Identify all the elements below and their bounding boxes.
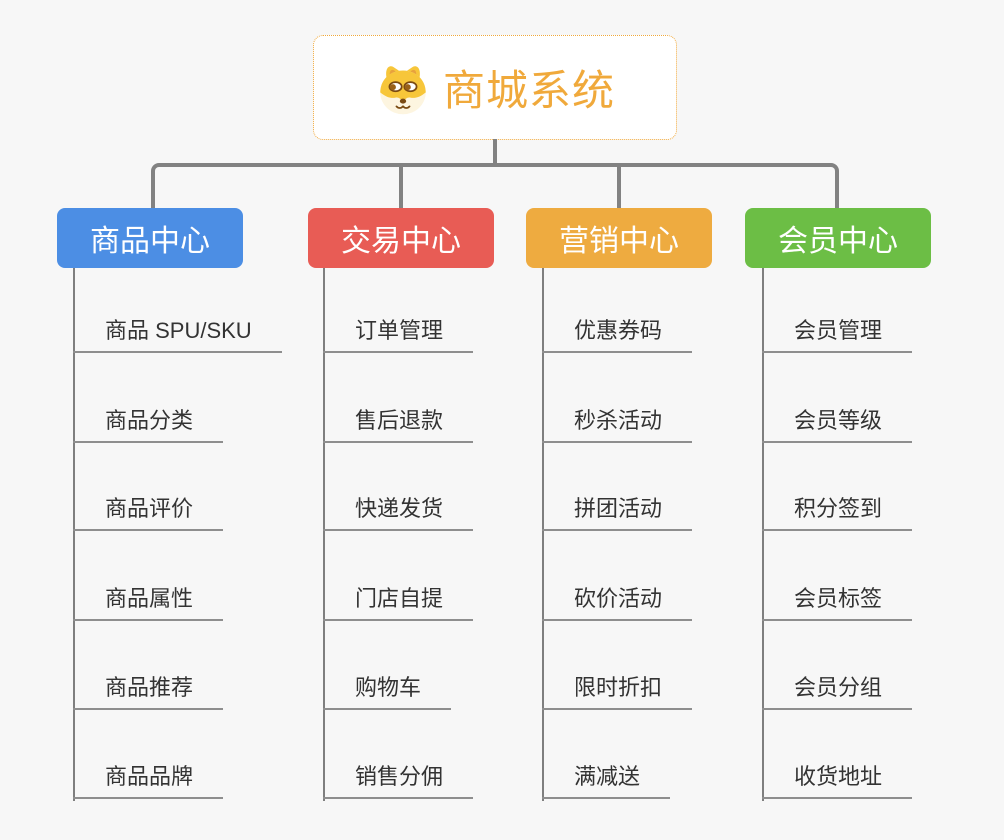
leaf-node[interactable]: 积分签到 <box>762 496 913 531</box>
leaf-node[interactable]: 商品属性 <box>73 586 224 621</box>
leaf-node[interactable]: 快递发货 <box>323 496 474 531</box>
leaf-node[interactable]: 会员分组 <box>762 675 913 710</box>
leaf-node[interactable]: 收货地址 <box>762 764 913 799</box>
connector-spine-trade-center <box>323 268 325 801</box>
connector-drop-marketing-center <box>617 165 621 208</box>
connector-drop-trade-center <box>399 165 403 208</box>
connector-spine-product-center <box>73 268 75 801</box>
leaf-node[interactable]: 会员等级 <box>762 408 913 443</box>
branch-node-trade-center[interactable]: 交易中心 <box>308 208 494 268</box>
leaf-node[interactable]: 优惠券码 <box>542 318 693 353</box>
leaf-node[interactable]: 砍价活动 <box>542 586 693 621</box>
leaf-node[interactable]: 拼团活动 <box>542 496 693 531</box>
leaf-node[interactable]: 限时折扣 <box>542 675 693 710</box>
leaf-node[interactable]: 商品品牌 <box>73 764 224 799</box>
connector-root-stem <box>493 139 497 167</box>
leaf-node[interactable]: 商品评价 <box>73 496 224 531</box>
leaf-node[interactable]: 满减送 <box>542 764 671 799</box>
leaf-node[interactable]: 商品推荐 <box>73 675 224 710</box>
branch-node-member-center[interactable]: 会员中心 <box>745 208 931 268</box>
leaf-node[interactable]: 商品分类 <box>73 408 224 443</box>
leaf-node[interactable]: 购物车 <box>323 675 452 710</box>
leaf-node[interactable]: 订单管理 <box>323 318 474 353</box>
leaf-node[interactable]: 售后退款 <box>323 408 474 443</box>
connector-spine-marketing-center <box>542 268 544 801</box>
leaf-node[interactable]: 秒杀活动 <box>542 408 693 443</box>
connector-spine-member-center <box>762 268 764 801</box>
leaf-node[interactable]: 门店自提 <box>323 586 474 621</box>
branch-node-product-center[interactable]: 商品中心 <box>57 208 243 268</box>
dog-face-icon <box>380 65 426 114</box>
connector-bus-right <box>495 163 839 208</box>
branch-node-marketing-center[interactable]: 营销中心 <box>526 208 712 268</box>
leaf-node[interactable]: 商品 SPU/SKU <box>73 318 282 353</box>
leaf-node[interactable]: 销售分佣 <box>323 764 474 799</box>
leaf-node[interactable]: 会员管理 <box>762 318 913 353</box>
leaf-node[interactable]: 会员标签 <box>762 586 913 621</box>
root-title: 商城系统 <box>442 67 615 114</box>
connector-bus-left <box>151 163 495 208</box>
root-node-mall-system[interactable]: 商城系统 <box>313 35 677 140</box>
